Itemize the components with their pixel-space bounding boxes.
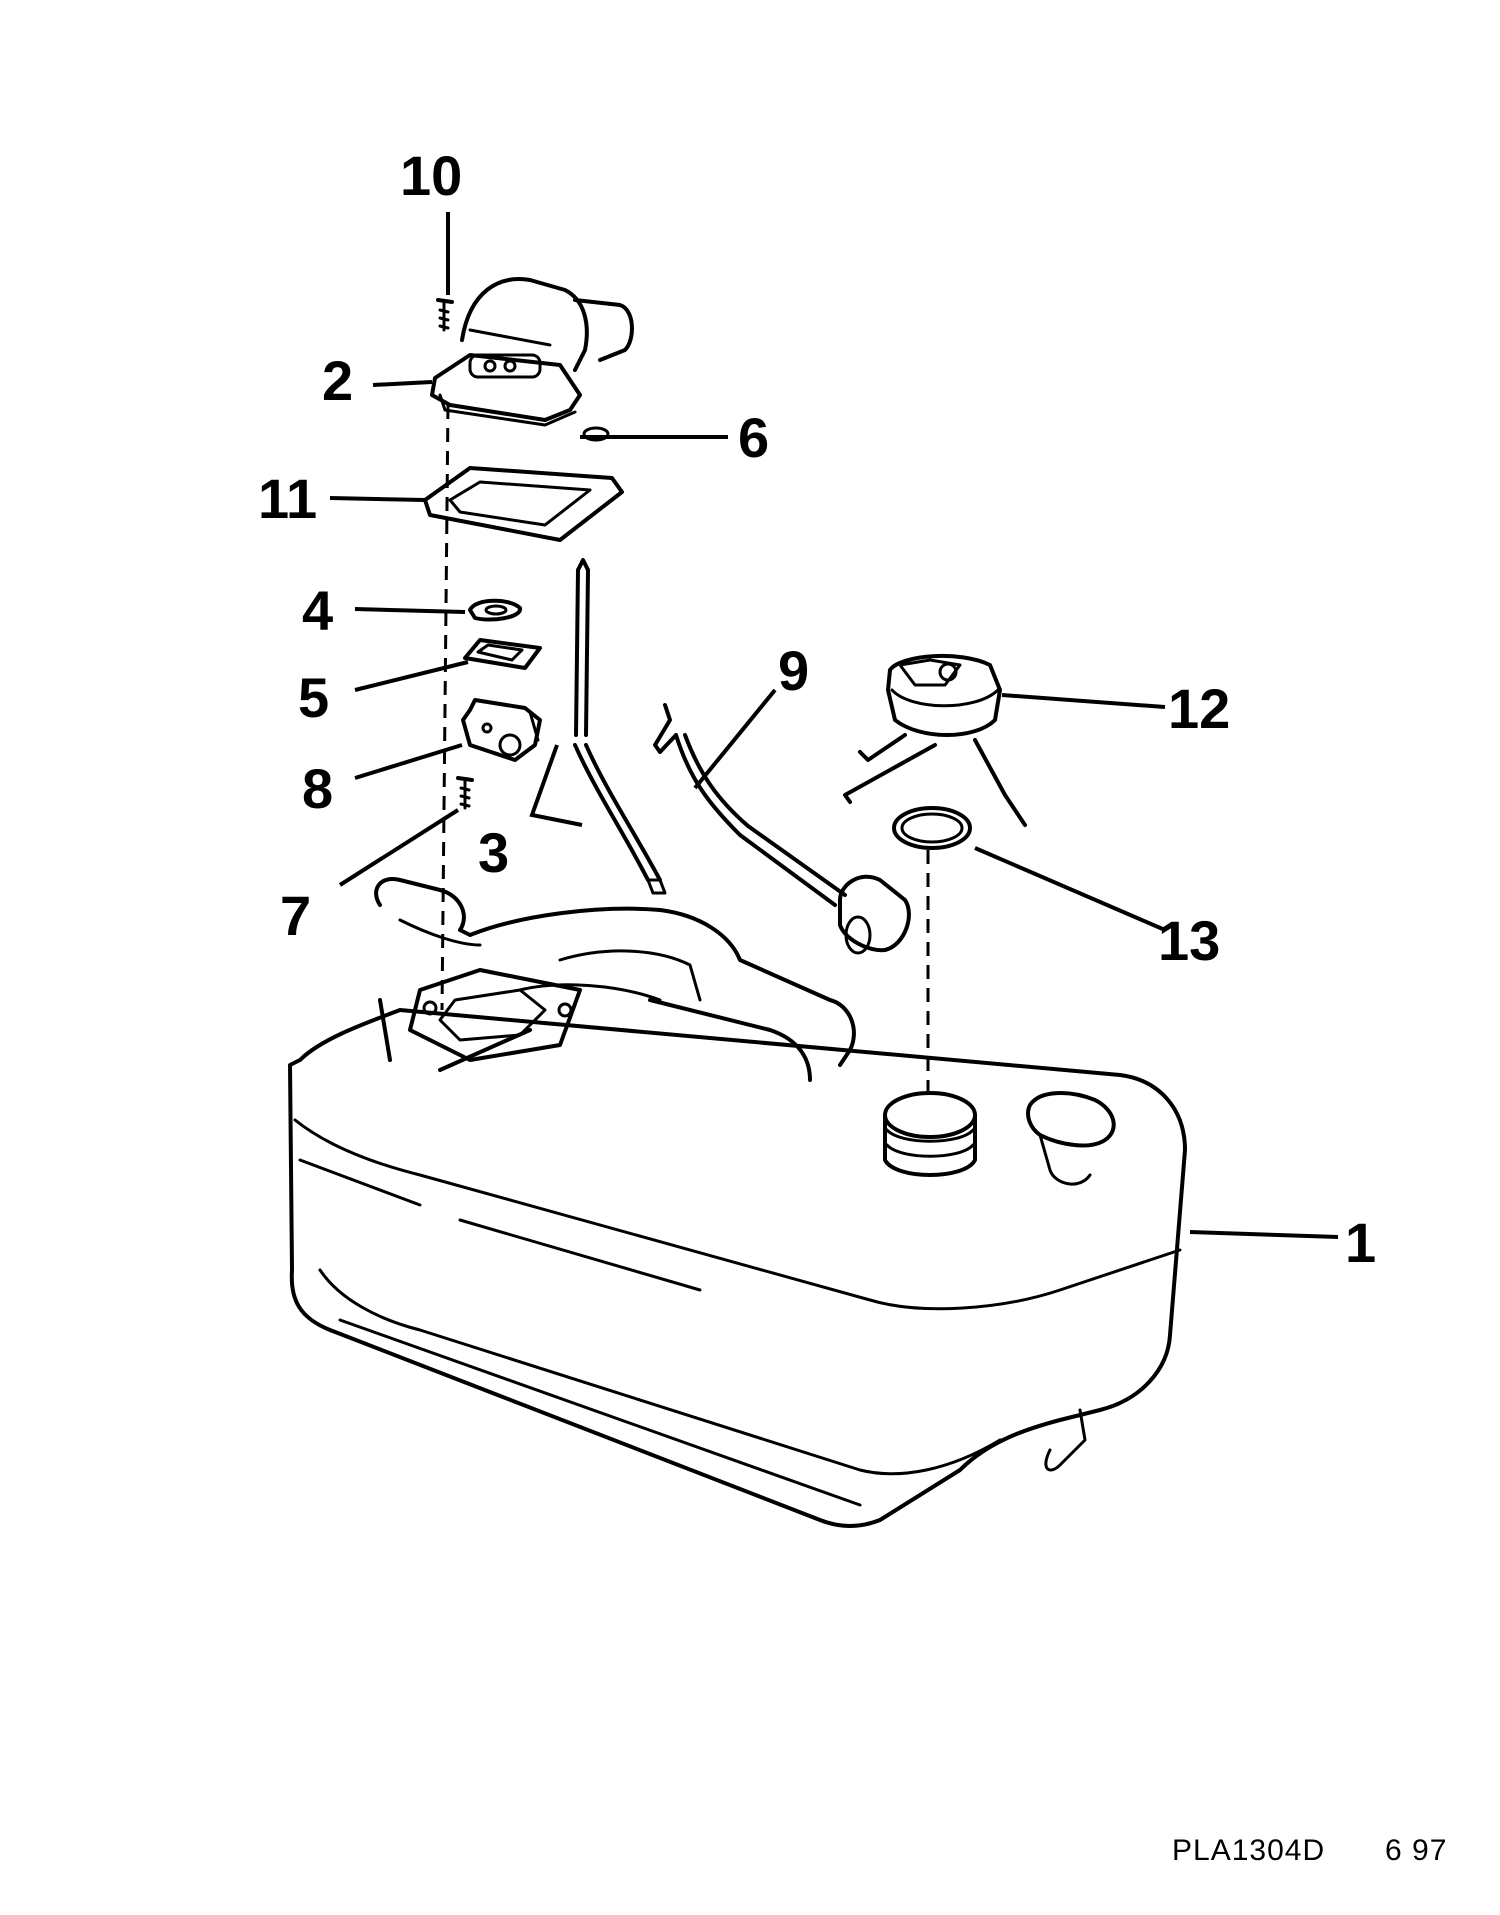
callout-7: 7 (280, 884, 311, 947)
callout-13: 13 (1158, 909, 1220, 972)
callout-9: 9 (778, 639, 809, 702)
callout-3-bracket (529, 744, 583, 827)
callout-8: 8 (302, 757, 333, 820)
valve-body-part (461, 698, 542, 762)
assembly-axis-left (440, 404, 450, 1011)
callout-2: 2 (322, 349, 353, 412)
screw-part-10 (436, 298, 454, 332)
document-reference: PLA1304D 6 97 (1172, 1834, 1447, 1867)
float-arm-part (653, 703, 911, 955)
callout-5: 5 (298, 666, 329, 729)
callout-labels: 10 2 6 11 4 5 8 3 7 9 12 13 1 (258, 144, 1376, 1274)
cap-seal-part (892, 806, 972, 850)
doc-ref-date: 6 97 (1385, 1834, 1447, 1867)
callout-12: 12 (1168, 677, 1230, 740)
gasket-part (423, 466, 624, 542)
screw-part-7 (456, 776, 474, 810)
callout-10: 10 (400, 144, 462, 207)
filler-cap-part (843, 654, 1027, 827)
small-o-ring-part (582, 426, 610, 442)
callout-6: 6 (738, 406, 769, 469)
callout-1: 1 (1345, 1211, 1376, 1274)
doc-ref-code: PLA1304D (1172, 1834, 1325, 1867)
callout-11: 11 (258, 467, 317, 530)
seal-part-4 (468, 598, 522, 622)
valve-plate-part (463, 638, 542, 670)
leader-lines (329, 212, 1339, 1239)
fuel-hose-part (573, 558, 667, 895)
callout-4: 4 (302, 579, 333, 642)
connector-housing-part (430, 277, 634, 427)
callout-3: 3 (478, 821, 509, 884)
fuel-tank-part (288, 877, 1187, 1528)
